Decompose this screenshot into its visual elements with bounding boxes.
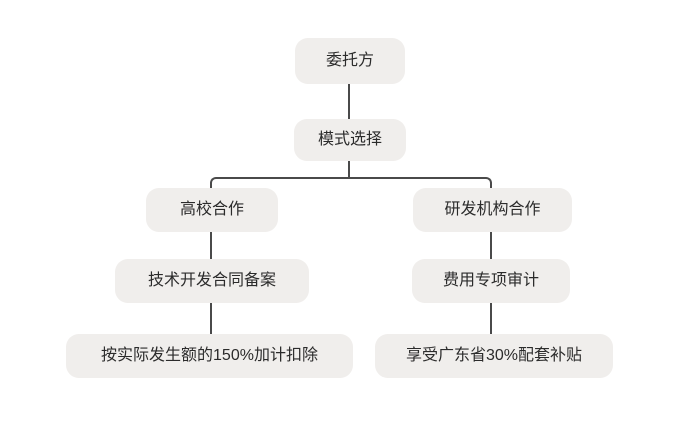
connector-mode-branch-stub <box>348 161 350 179</box>
connector-audit-subsidy <box>490 303 492 334</box>
connector-branch-right-elbow <box>350 177 492 188</box>
connector-university-contract <box>210 232 212 259</box>
node-client: 委托方 <box>295 38 405 84</box>
node-subsidy-30pct: 享受广东省30%配套补贴 <box>375 334 613 378</box>
connector-contract-deduction <box>210 303 212 334</box>
node-university-coop: 高校合作 <box>146 188 278 232</box>
node-expense-audit: 费用专项审计 <box>412 259 570 303</box>
connector-rnd-audit <box>490 232 492 259</box>
node-mode-selection: 模式选择 <box>294 119 406 161</box>
node-rnd-institution-coop: 研发机构合作 <box>413 188 572 232</box>
connector-branch-left-elbow <box>210 177 350 188</box>
node-deduction-150pct: 按实际发生额的150%加计扣除 <box>66 334 353 378</box>
connector-client-mode <box>348 84 350 119</box>
node-contract-filing: 技术开发合同备案 <box>115 259 309 303</box>
